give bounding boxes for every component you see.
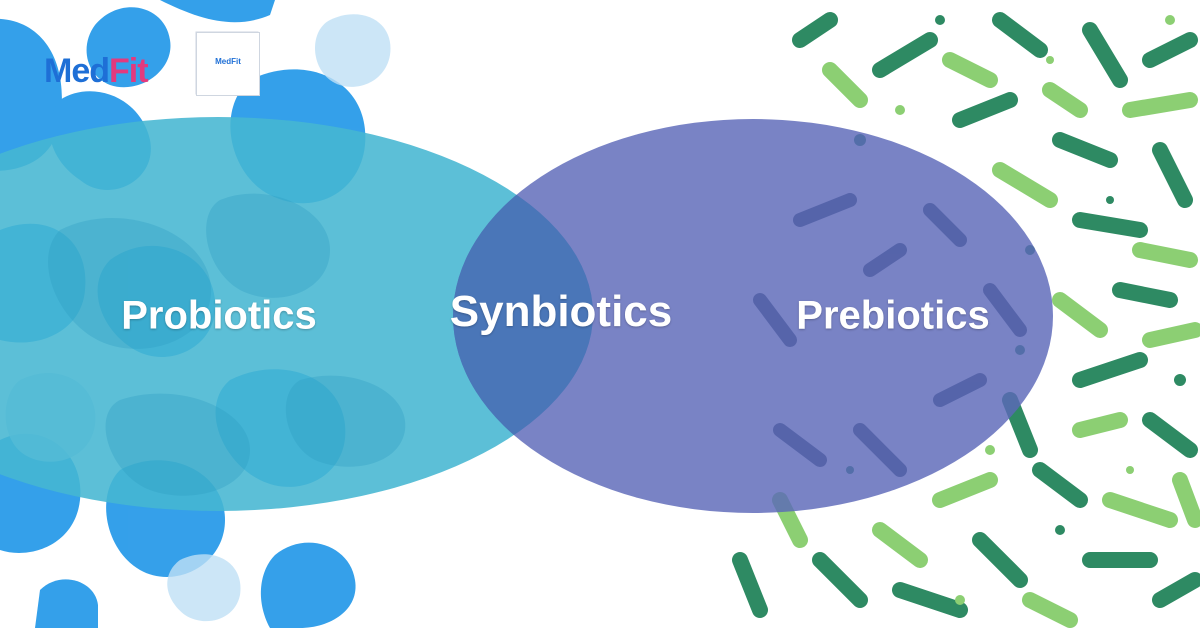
qr-code: MedFit	[196, 32, 260, 96]
medfit-logo: MedFit	[44, 52, 149, 91]
probiotics-label: Probiotics	[121, 293, 317, 338]
logo-fit: Fit	[109, 52, 149, 90]
prebiotics-circle	[453, 119, 1053, 513]
prebiotics-label: Prebiotics	[796, 293, 990, 338]
synbiotics-label: Synbiotics	[449, 287, 673, 336]
bacteria-icon	[732, 12, 1200, 628]
probiotics-circle	[0, 117, 593, 511]
logo-med: Med	[44, 52, 110, 90]
probiotic-molecule-icon	[48, 193, 406, 496]
bacteria-icon	[753, 193, 1027, 477]
qr-code-label: MedFit	[197, 57, 259, 66]
